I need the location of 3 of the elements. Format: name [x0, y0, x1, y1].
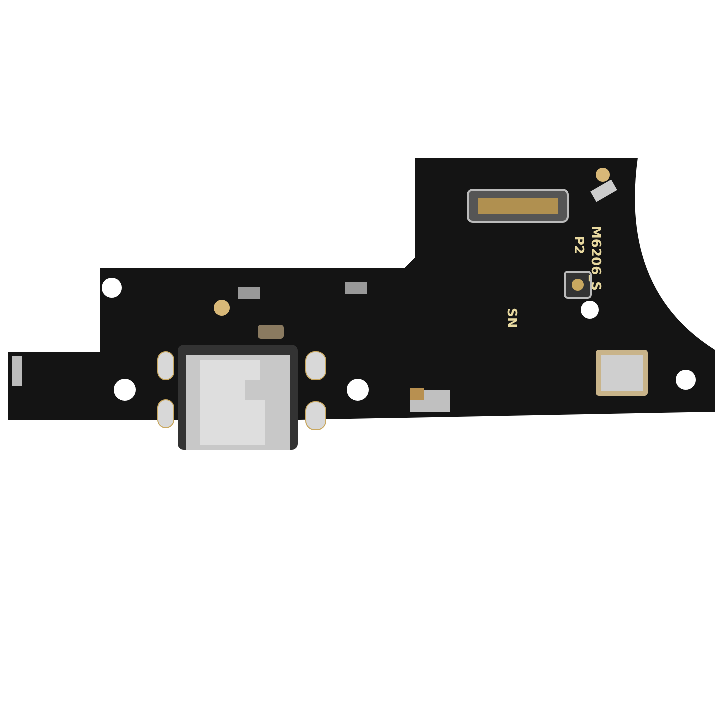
silkscreen-text: P2 [572, 236, 585, 255]
silkscreen-text: SN [505, 308, 518, 328]
silkscreen-text: M6206_S [589, 226, 602, 291]
